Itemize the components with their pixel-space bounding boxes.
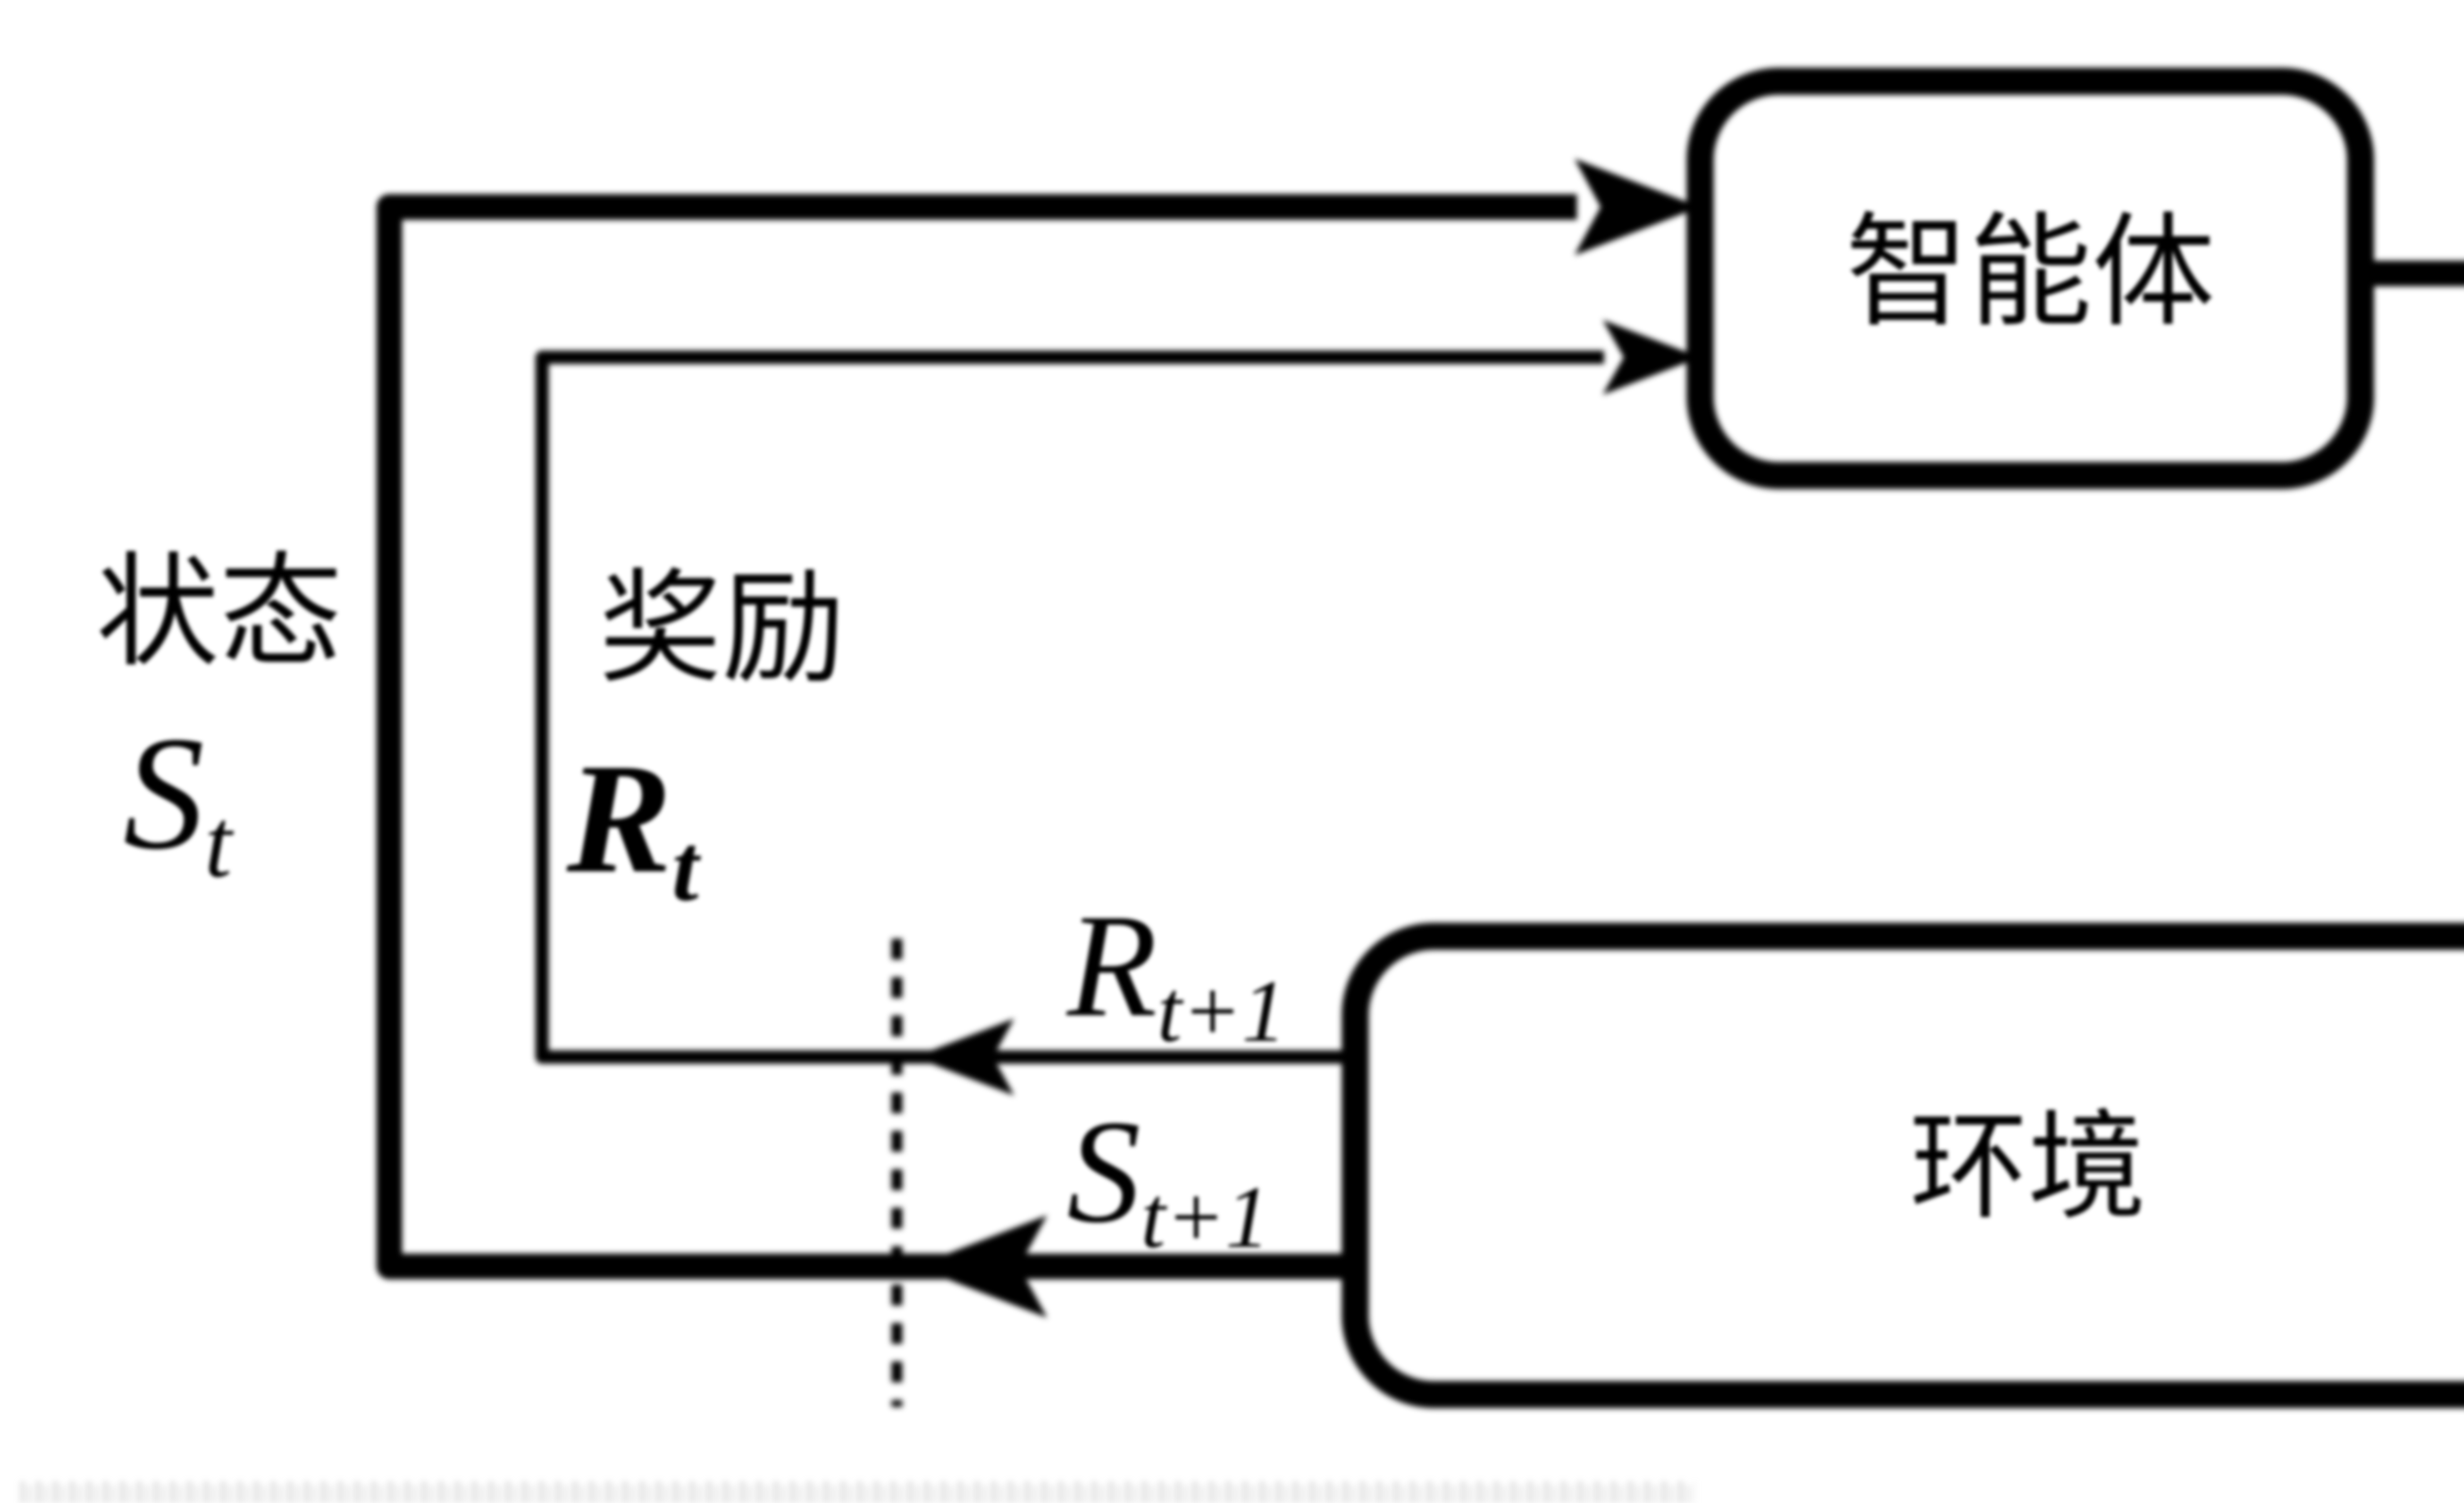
next-state-symbol-subscript: t+1 [1141, 1168, 1269, 1266]
agent-node-box [1686, 68, 2374, 489]
state-arrowhead-into-agent-icon [1574, 159, 1700, 255]
cropped-caption-fragment [20, 1479, 1695, 1503]
next-reward-symbol: Rt+1 [1064, 884, 1286, 1060]
reward-symbol: Rt [564, 731, 701, 921]
state-symbol-main: S [123, 703, 205, 883]
state-caption: 状态 [96, 546, 342, 682]
next-state-arrowhead-icon [914, 1215, 1047, 1318]
next-reward-symbol-main: R [1064, 884, 1157, 1047]
environment-node-label: 环境 [1910, 1102, 2146, 1233]
reward-symbol-main: R [564, 731, 672, 906]
reward-arrowhead-into-agent-icon [1603, 320, 1700, 395]
state-symbol-subscript: t [205, 789, 234, 898]
next-state-symbol: St+1 [1067, 1090, 1269, 1266]
reward-caption: 奖励 [599, 562, 845, 698]
next-reward-arrowhead-icon [914, 1019, 1014, 1095]
environment-node-box [1341, 922, 2464, 1408]
agent-node-label: 智能体 [1846, 205, 2215, 342]
state-symbol: St [123, 703, 234, 898]
next-state-symbol-main: S [1067, 1090, 1141, 1253]
next-reward-symbol-subscript: t+1 [1157, 962, 1286, 1060]
reward-symbol-subscript: t [672, 815, 701, 921]
state-flow-line [376, 194, 1577, 1279]
